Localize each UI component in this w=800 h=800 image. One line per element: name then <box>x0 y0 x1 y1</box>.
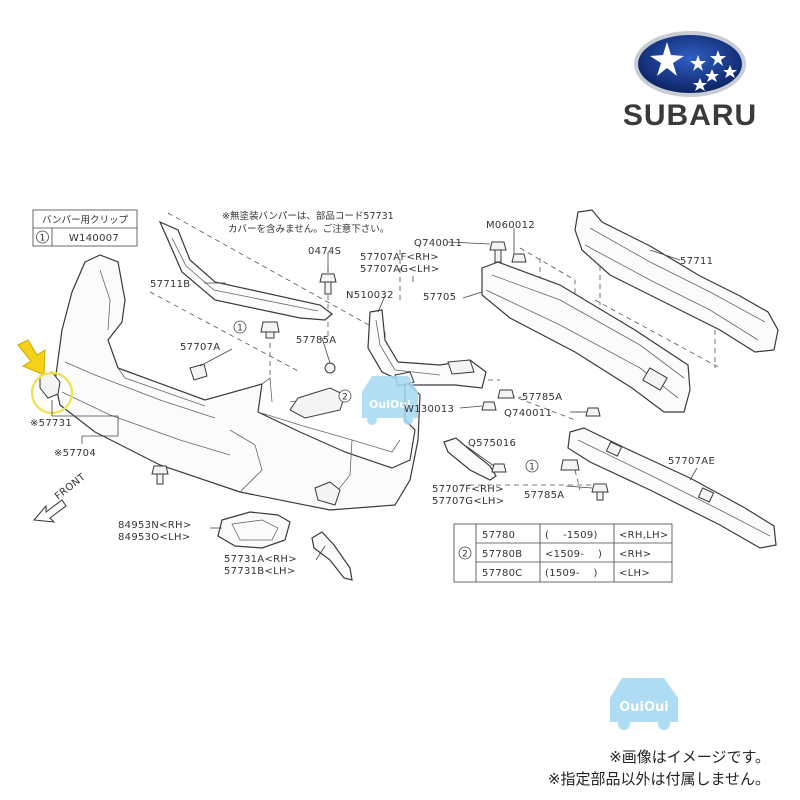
label-57731A: 57731A<RH> <box>224 554 297 565</box>
disclaimer-parts: ※指定部品以外は付属しません。 <box>547 770 770 788</box>
label-57707F: 57707F<RH> <box>432 484 504 495</box>
subaru-logo: SUBARU <box>623 31 757 132</box>
front-arrow-icon <box>32 499 67 523</box>
logo-stars <box>650 42 737 91</box>
part-labels: 57711B 0474S 57707AF<RH> 57707AG<LH> N51… <box>30 220 715 577</box>
parts-row-period: <1509- ) <box>545 549 602 560</box>
svg-text:2: 2 <box>342 393 348 403</box>
disclaimer-image: ※画像はイメージです。 <box>609 748 770 766</box>
parts-row-period: (1509- ) <box>545 568 598 579</box>
svg-text:OuiOui: OuiOui <box>369 398 411 411</box>
parts-row-side: <RH> <box>619 549 651 560</box>
leader-lines <box>51 228 698 561</box>
svg-text:1: 1 <box>529 463 535 473</box>
label-Q575016: Q575016 <box>468 438 516 449</box>
front-direction-indicator: FRONT <box>32 471 88 523</box>
top-note-line2: カバーを含みません。ご注意下さい。 <box>228 223 389 235</box>
svg-text:1: 1 <box>237 324 243 334</box>
label-57711B: 57711B <box>150 279 190 290</box>
parts-row-period: ( -1509) <box>545 530 598 541</box>
part-57707F <box>443 437 497 481</box>
label-57705: 57705 <box>423 292 456 303</box>
watermark-badge-corner: OuiOui <box>610 678 678 730</box>
bolt-0474S <box>319 273 337 295</box>
front-label: FRONT <box>53 471 88 502</box>
label-57707AF: 57707AF<RH> <box>360 252 439 263</box>
label-57707G: 57707G<LH> <box>432 496 504 507</box>
part-57707AE <box>567 427 777 549</box>
bolt-lower-bumper <box>151 465 169 485</box>
clip-table: バンパー用クリップ 1 W140007 <box>32 209 138 247</box>
parts-table: 2 57780 ( -1509) <RH,LH> 57780B <1509- )… <box>453 523 673 583</box>
brand-name: SUBARU <box>623 99 757 132</box>
part-57711B <box>158 220 333 321</box>
label-84953N: 84953N<RH> <box>118 520 192 531</box>
clip-table-title: バンパー用クリップ <box>42 215 128 226</box>
label-57707A: 57707A <box>180 342 220 353</box>
part-57705 <box>481 261 691 413</box>
parts-table-ref-circle <box>458 546 472 560</box>
part-84953N <box>217 511 291 549</box>
label-57731: ※57731 <box>30 418 72 429</box>
label-57707AG: 57707AG<LH> <box>360 264 439 275</box>
top-note-line1: ※無塗装バンパーは、部品コード57731 <box>222 210 394 222</box>
bolt-q575016 <box>491 463 507 473</box>
parts-row-side: <LH> <box>619 568 650 579</box>
svg-text:OuiOui: OuiOui <box>619 700 669 715</box>
parts-row-part: 57780B <box>482 549 522 560</box>
part-57707A <box>189 363 208 381</box>
clip-part-number: W140007 <box>69 233 119 244</box>
label-Q740011-b: Q740011 <box>504 408 552 419</box>
label-57785A-a: 57785A <box>296 335 336 346</box>
bolt-m060012 <box>511 253 527 263</box>
parts-row-part: 57780C <box>482 568 523 579</box>
label-N510032: N510032 <box>346 290 394 301</box>
label-Q740011-a: Q740011 <box>414 238 462 249</box>
part-57711 <box>574 209 779 353</box>
part-57731A <box>311 531 353 581</box>
bumper-opening <box>289 387 346 419</box>
logo-oval <box>638 35 742 93</box>
ref-circle-2-bumper: 2 <box>338 389 352 403</box>
parts-row-part: 57780 <box>482 530 515 541</box>
nut-57785A-b <box>497 389 515 399</box>
parts-table-ref: 2 <box>462 550 468 560</box>
label-0474S: 0474S <box>308 246 341 257</box>
label-W130013: W130013 <box>404 404 454 415</box>
label-57704: ※57704 <box>54 448 96 459</box>
label-M060012: M060012 <box>486 220 535 231</box>
parts-row-side: <RH,LH> <box>619 530 669 541</box>
clip-ref-number: 1 <box>40 234 46 244</box>
bolt-q740011-b <box>585 407 601 417</box>
label-57731B: 57731B<LH> <box>224 566 296 577</box>
bolt-q740011-a <box>489 241 507 263</box>
fog-lamp-hole <box>314 481 341 506</box>
clip-w140007-a: 1 <box>233 320 280 339</box>
nut-57785A-a <box>324 362 336 374</box>
clip-w140007-b: 1 <box>525 459 580 473</box>
label-57711: 57711 <box>680 256 713 267</box>
bolt-57785A-c <box>591 483 609 501</box>
bolt-w130013 <box>481 401 497 411</box>
watermark-badge-center: OuiOui <box>362 376 418 425</box>
front-bumper-57704 <box>54 254 421 511</box>
label-84953O: 84953O<LH> <box>118 532 191 543</box>
label-57785A-c: 57785A <box>524 490 564 501</box>
label-57785A-b: -57785A <box>518 392 562 403</box>
highlight-arrow-icon <box>17 339 46 376</box>
label-57707AE: 57707AE <box>668 456 715 467</box>
clip-ref-circle <box>36 230 49 244</box>
